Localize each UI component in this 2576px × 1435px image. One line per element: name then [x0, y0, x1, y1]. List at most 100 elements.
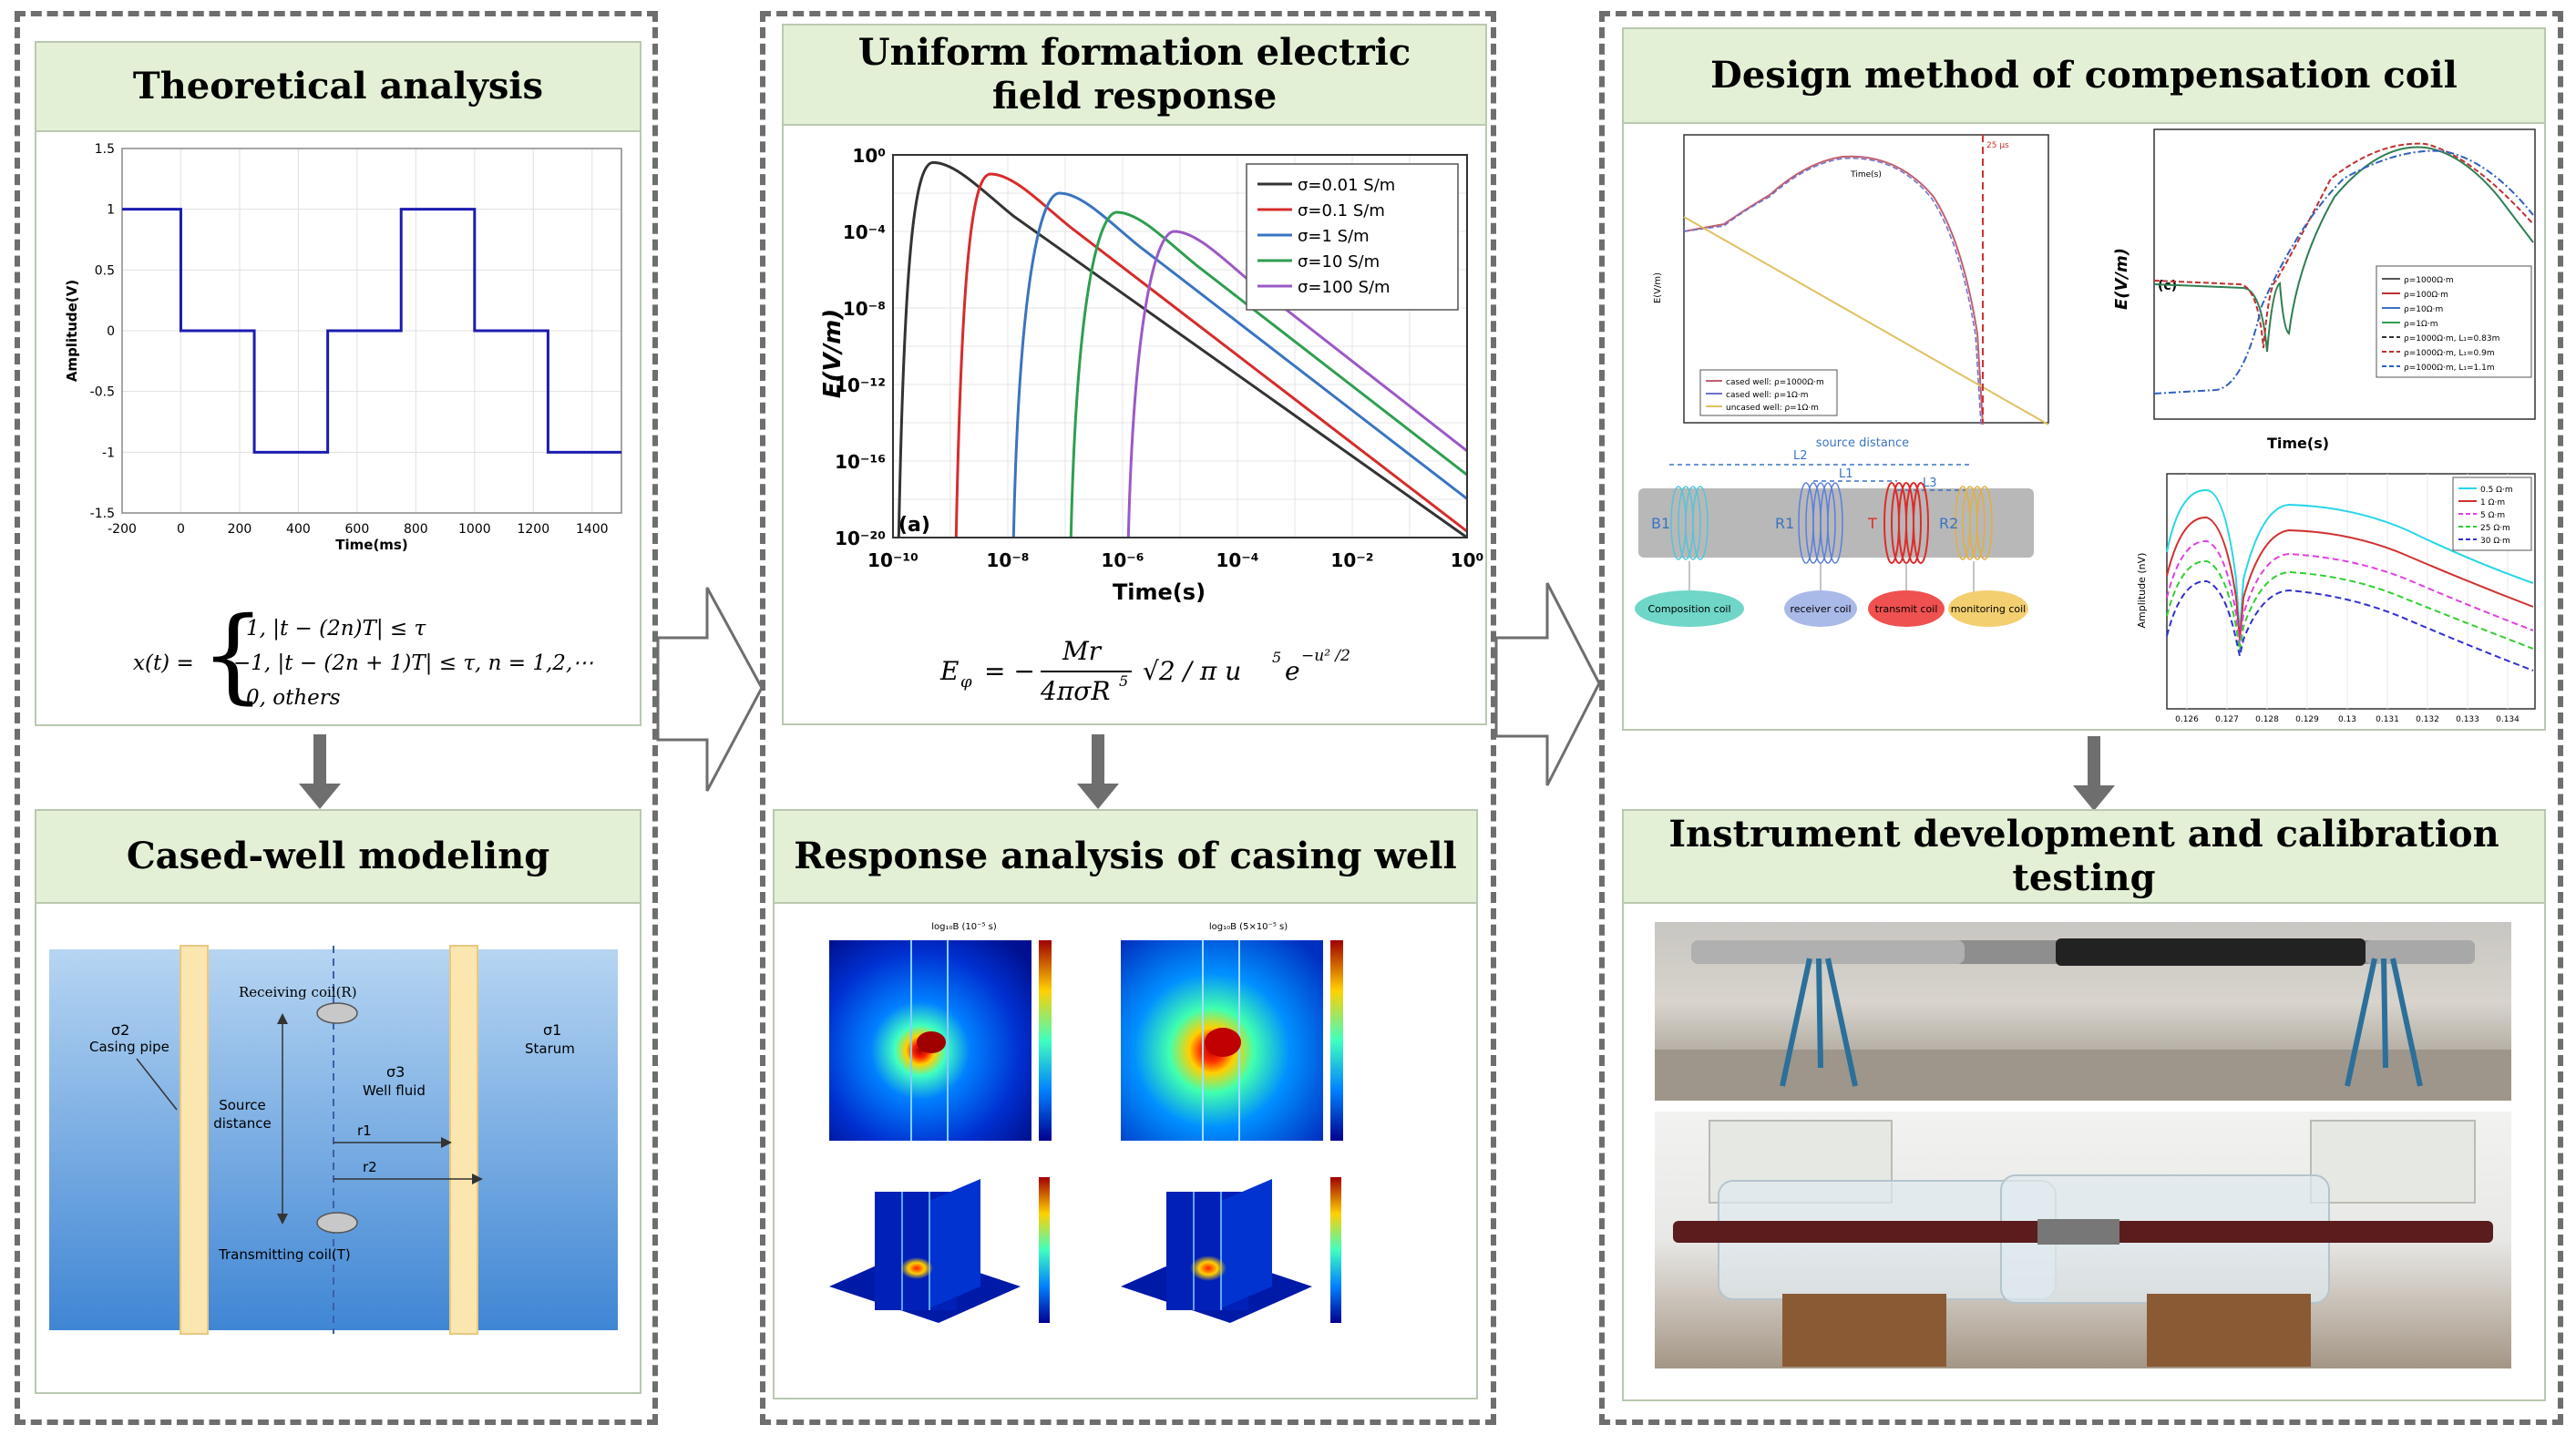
column-left — [15, 11, 658, 1425]
panel-design-method: Design method of compensation coil 25 μs… — [1622, 27, 2546, 731]
formula-den: 4πσR — [1041, 676, 1111, 706]
legend-entry: 5 Ω·m — [2480, 511, 2505, 520]
x-tick: 0 — [177, 522, 185, 537]
y-tick: -0.5 — [90, 385, 115, 400]
map3-3d-slices — [829, 1177, 1050, 1323]
panel-title: Cased-well modeling — [36, 811, 640, 904]
coil-R1-label: R1 — [1775, 515, 1794, 532]
formula-rest-exp: 5 — [1272, 649, 1282, 666]
chart1-curve-cased-1 — [1683, 157, 1982, 425]
formula-case-2: −1, |t − (2n + 1)T| ≤ τ, n = 1,2,⋯ — [233, 651, 594, 675]
x-tick: 800 — [404, 522, 428, 537]
chart3-legend-box — [2452, 477, 2532, 551]
bubble-composition — [1635, 590, 1744, 627]
chart1-legend-box — [1699, 369, 1838, 416]
panel-body: Receiving coil(R) Transmitting coil(T) S… — [36, 904, 640, 1392]
x-tick: 200 — [228, 522, 252, 537]
coil-diagram: L2 L1 L3 B1 R1 T R2 — [1635, 449, 2034, 627]
legend-entry: 0.5 Ω·m — [2480, 486, 2513, 495]
chart2-legend: ρ=1000Ω·mρ=100Ω·mρ=10Ω·mρ=1Ω·mρ=1000Ω·m,… — [2382, 276, 2499, 373]
panel-instrument: Instrument development and calibration t… — [1622, 809, 2546, 1401]
coil-L2: L2 — [1793, 449, 1808, 463]
casing-pointer — [136, 1058, 178, 1111]
instrument-photo-2 — [1655, 1112, 2511, 1368]
transmitting-coil — [316, 1212, 358, 1234]
formula-lhs-sub: φ — [960, 672, 972, 692]
x-tick: 10⁻⁶ — [1101, 549, 1144, 571]
chart1-marker-label: 25 μs — [1986, 141, 2009, 150]
sigma2-label: σ2 — [111, 1021, 129, 1039]
y-tick: 1.5 — [95, 142, 115, 157]
formula-exp-pow: −u² /2 — [1301, 647, 1350, 665]
x-tick: 0.133 — [2456, 715, 2479, 724]
legend-entry: cased well: ρ=1000Ω·m — [1726, 378, 1824, 387]
map4-3d-slices — [1121, 1177, 1341, 1323]
x-tick: 0.131 — [2376, 715, 2399, 724]
formula-eq: = − — [984, 656, 1035, 686]
chart3: Amplitude (nV) 0.5 Ω·m1 Ω·m5 Ω·m25 Ω·m30… — [2136, 473, 2536, 724]
stratum-label: Starum — [525, 1040, 575, 1057]
y-tick: -1.5 — [90, 507, 115, 521]
x-tick: 0.128 — [2255, 715, 2279, 724]
legend-entry: 30 Ω·m — [2480, 537, 2510, 546]
panel-body: log₁₀B (10⁻⁵ s) log₁₀B (5×10⁻⁵ s) — [775, 904, 1476, 1398]
casing-response-maps: log₁₀B (10⁻⁵ s) log₁₀B (5×10⁻⁵ s) — [829, 922, 1343, 1323]
bubble-monitoring-label: monitoring coil — [1951, 603, 2026, 615]
panel-title-line-2: field response — [991, 75, 1278, 118]
legend-entry: σ=0.1 S/m — [1298, 201, 1385, 220]
chart3-legend: 0.5 Ω·m1 Ω·m5 Ω·m25 Ω·m30 Ω·m — [2458, 486, 2513, 546]
chart1-x-label: Time(s) — [1850, 170, 1882, 179]
x-tick: 10⁻² — [1330, 549, 1373, 571]
legend-entry: uncased well: ρ=1Ω·m — [1726, 404, 1819, 413]
chart2-x-label: Time(s) — [2267, 435, 2329, 452]
panel-title: Uniform formation electric field respons… — [784, 26, 1485, 126]
receiving-coil — [316, 1002, 358, 1024]
coil-L3: L3 — [1923, 477, 1937, 490]
panel-body — [1624, 904, 2544, 1399]
x-tick: 1200 — [517, 522, 549, 537]
panel-body: 25 μs Time(s) E(V/m) cased well: ρ=1000Ω… — [1624, 124, 2544, 729]
panel-title: Theoretical analysis — [36, 43, 640, 132]
panel-title: Design method of compensation coil — [1624, 29, 2544, 124]
legend-entry: cased well: ρ=1Ω·m — [1726, 391, 1809, 400]
y-tick: 10⁻¹² — [835, 374, 886, 396]
legend-entry: ρ=10Ω·m — [2404, 305, 2443, 314]
chart1-y-label: E(V/m) — [1653, 272, 1663, 303]
chart2: E(V/m) Time(s) (c) ρ=1000Ω·mρ=100Ω·mρ=10… — [2112, 128, 2536, 452]
panel-title: Response analysis of casing well — [775, 811, 1476, 904]
map1-colorbar — [1039, 940, 1052, 1141]
instrument-photo-1 — [1655, 922, 2511, 1101]
plot-frame — [892, 154, 1468, 538]
bubble-transmit-label: transmit coil — [1875, 603, 1938, 615]
map1-title: log₁₀B (10⁻⁵ s) — [931, 922, 997, 932]
x-tick: 1000 — [458, 522, 491, 537]
formula-exp-base: e — [1285, 656, 1300, 686]
formula-brace: { — [200, 596, 266, 714]
x-tick: 1400 — [576, 522, 609, 537]
x-tick: 10⁻¹⁰ — [867, 549, 919, 571]
legend-entry: ρ=1000Ω·m — [2404, 276, 2454, 285]
legend-entry: σ=10 S/m — [1298, 252, 1380, 272]
legend-entry: σ=0.01 S/m — [1298, 176, 1395, 195]
legend-entry: σ=1 S/m — [1298, 227, 1370, 246]
legend-entry: 25 Ω·m — [2480, 524, 2510, 533]
y-tick: 10⁻²⁰ — [835, 528, 886, 549]
legend-entry: ρ=1Ω·m — [2404, 320, 2438, 329]
y-tick: 1 — [107, 203, 115, 218]
bubble-receiver — [1784, 590, 1857, 627]
chart3-grid — [2186, 474, 2509, 709]
panel-label: (a) — [898, 514, 930, 537]
right-arrow-2 — [1494, 582, 1601, 786]
casing-pipe-left — [180, 945, 209, 1335]
y-axis-label: Amplitude(V) — [64, 280, 80, 382]
receiving-coil-label: Receiving coil(R) — [239, 984, 357, 1000]
column-right — [1599, 11, 2563, 1425]
down-arrow-middle — [1077, 734, 1119, 809]
x-tick: 10⁰ — [1451, 549, 1484, 571]
formula-den-exp: 5 — [1119, 672, 1129, 690]
